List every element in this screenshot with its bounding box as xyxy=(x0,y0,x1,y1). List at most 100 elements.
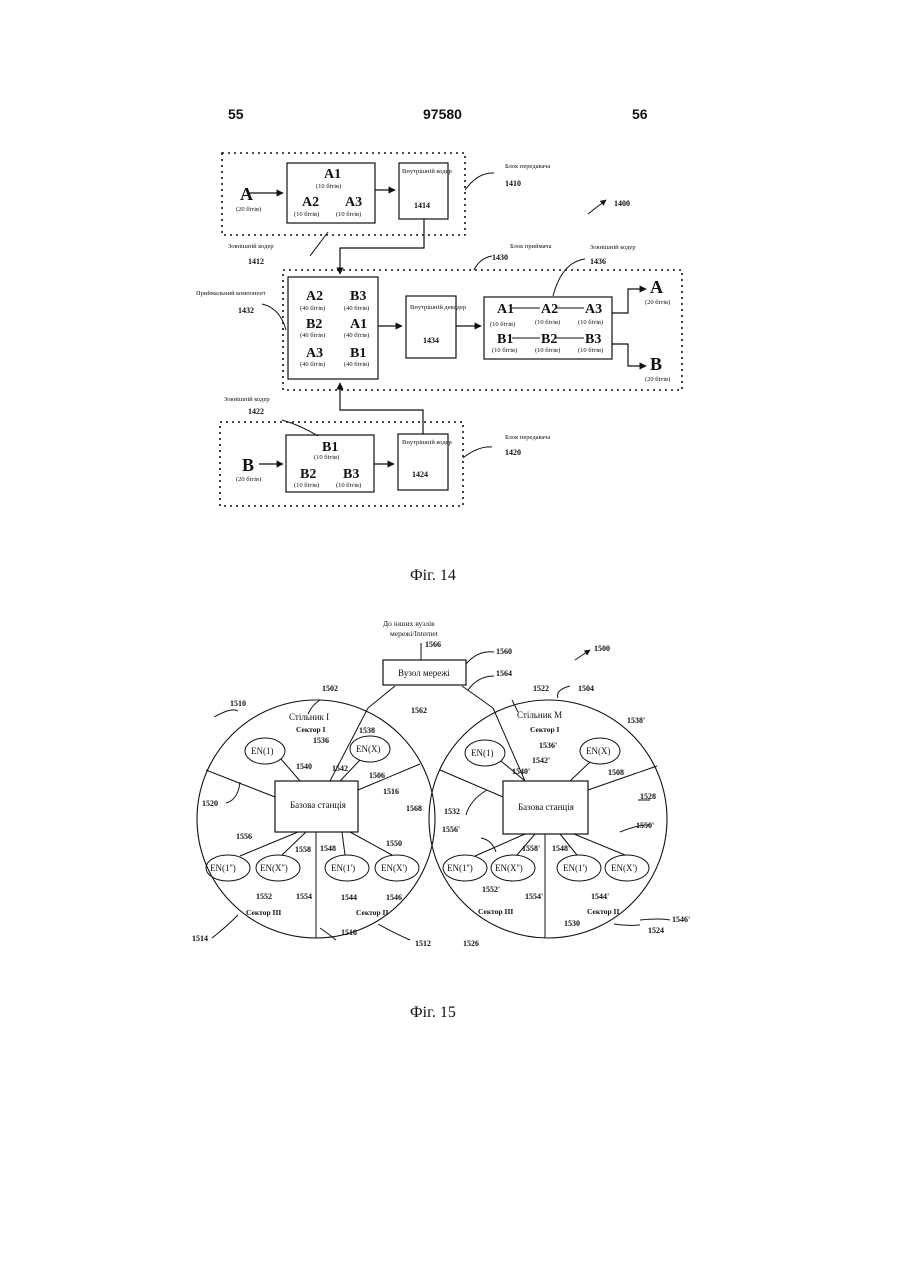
fig14-ref-num: 1400 xyxy=(614,199,630,208)
rx-out-a3: A3 xyxy=(585,302,602,317)
rx-item-5-size: (40 бітів) xyxy=(300,361,325,368)
num-1554: 1554 xyxy=(296,892,312,901)
tx-a-outer-label: Зовнішній кодер xyxy=(228,243,274,250)
rx-out-a1-size: (10 бітів) xyxy=(490,321,515,328)
en-xpp-left-label: EN(X'') xyxy=(260,863,288,873)
en-1p-right-label: EN(1') xyxy=(563,863,587,873)
num-1532: 1532 xyxy=(444,807,460,816)
num-1546: 1546 xyxy=(386,893,402,902)
fig15-text: До інших вузлів мережі/Internet Вузол ме… xyxy=(192,619,690,1021)
rx-block-num: 1430 xyxy=(492,253,508,262)
num-1540p: 1540' xyxy=(512,767,530,776)
num-1520: 1520 xyxy=(202,799,218,808)
num-1542: 1542 xyxy=(332,764,348,773)
rx-out-b1: B1 xyxy=(497,332,513,347)
rx-recv-num: 1432 xyxy=(238,306,254,315)
tx-a-a3: A3 xyxy=(345,195,362,210)
num-1568: 1568 xyxy=(406,804,422,813)
num-1548p: 1548' xyxy=(552,844,570,853)
rx-decoder-num: 1434 xyxy=(423,336,439,345)
num-1542p: 1542' xyxy=(532,756,550,765)
en-1p-left-label: EN(1') xyxy=(331,863,355,873)
tx-a-inner-num: 1414 xyxy=(414,201,430,210)
cell-right-sector-2: Сектор II xyxy=(587,907,619,916)
rx-item-5: A3 xyxy=(306,346,323,361)
fig14-text: A (20 бітів) A1 (10 бітів) A2 (10 бітів)… xyxy=(196,163,670,584)
fig14 xyxy=(220,153,682,506)
rx-out-b2: B2 xyxy=(541,332,557,347)
num-1500: 1500 xyxy=(594,644,610,653)
tx-b-b2: B2 xyxy=(300,467,316,482)
cell-right-sector-1: Сектор I xyxy=(530,725,560,734)
top-note-line1: До інших вузлів xyxy=(383,619,435,628)
num-1514: 1514 xyxy=(192,934,208,943)
num-1554p: 1554' xyxy=(525,892,543,901)
num-1506: 1506 xyxy=(369,771,385,780)
fig15-caption: Фіг. 15 xyxy=(410,1004,456,1021)
tx-b-block-label: Блок передавача xyxy=(505,434,550,441)
num-1518: 1518 xyxy=(341,928,357,937)
num-1530: 1530 xyxy=(564,919,580,928)
tx-a-inner-label: Внутрішній кодер xyxy=(402,168,452,175)
rx-recv-label: Приймальний компонент xyxy=(196,290,266,297)
tx-a-a2: A2 xyxy=(302,195,319,210)
rx-item-2-size: (40 бітів) xyxy=(344,305,369,312)
rx-out-a2-size: (10 бітів) xyxy=(535,319,560,326)
rx-block xyxy=(283,270,682,390)
top-note-line2: мережі/Internet xyxy=(390,629,439,638)
num-1546p: 1546' xyxy=(672,915,690,924)
tx-a-a1-size: (10 бітів) xyxy=(316,183,341,190)
tx-a-block-label: Блок передавача xyxy=(505,163,550,170)
rx-item-6: B1 xyxy=(350,346,366,361)
rx-item-4: A1 xyxy=(350,317,367,332)
rx-item-4-size: (40 бітів) xyxy=(344,332,369,339)
tx-b-b3: B3 xyxy=(343,467,359,482)
num-1536: 1536 xyxy=(313,736,329,745)
en-xpp-right-label: EN(X'') xyxy=(495,863,523,873)
network-node-label: Вузол мережі xyxy=(398,668,450,678)
tx-b-inner-num: 1424 xyxy=(412,470,428,479)
en-1pp-left-label: EN(1'') xyxy=(210,863,236,873)
rx-out-b3-size: (10 бітів) xyxy=(578,347,603,354)
cell-right xyxy=(429,700,667,938)
rx-item-3-size: (40 бітів) xyxy=(300,332,325,339)
num-1504: 1504 xyxy=(578,684,594,693)
rx-outer-label: Зовнішній кодер xyxy=(590,244,636,251)
rx-out-a: A xyxy=(650,277,663,297)
rx-out-b: B xyxy=(650,354,662,374)
num-1522: 1522 xyxy=(533,684,549,693)
rx-block-label: Блок приймача xyxy=(510,243,552,250)
rx-decoder-label: Внутрішній декодер xyxy=(410,304,466,311)
cell-left-sector-1: Сектор I xyxy=(296,725,326,734)
num-1538: 1538 xyxy=(359,726,375,735)
rx-item-3: B2 xyxy=(306,317,322,332)
base-station-left-label: Базова станція xyxy=(290,800,346,810)
num-1550p: 1550' xyxy=(636,821,654,830)
rx-out-a3-size: (10 бітів) xyxy=(578,319,603,326)
num-1564: 1564 xyxy=(496,669,512,678)
en-1-right-label: EN(1) xyxy=(471,748,494,758)
tx-b-b3-size: (10 бітів) xyxy=(336,482,361,489)
rx-out-b1-size: (10 бітів) xyxy=(492,347,517,354)
num-1556p: 1556' xyxy=(442,825,460,834)
tx-a-a2-size: (10 бітів) xyxy=(294,211,319,218)
tx-b-inner-label: Внутрішній кодер xyxy=(402,439,452,446)
en-x-left-label: EN(X) xyxy=(356,744,381,754)
num-1536p: 1536' xyxy=(539,741,557,750)
num-1524: 1524 xyxy=(648,926,664,935)
num-1538p: 1538' xyxy=(627,716,645,725)
tx-b-outer-num: 1422 xyxy=(248,407,264,416)
cell-left-title: Стільник I xyxy=(289,712,329,722)
tx-b-input: B xyxy=(242,455,254,475)
tx-a-block-num: 1410 xyxy=(505,179,521,188)
tx-b-block-num: 1420 xyxy=(505,448,521,457)
num-1526: 1526 xyxy=(463,939,479,948)
rx-out-b-size: (20 бітів) xyxy=(645,376,670,383)
num-1544p: 1544' xyxy=(591,892,609,901)
fig14-caption: Фіг. 14 xyxy=(410,567,456,584)
cell-left-sector-2: Сектор II xyxy=(356,908,388,917)
cell-left-sector-3: Сектор III xyxy=(246,908,281,917)
num-1528: 1528 xyxy=(640,792,656,801)
rx-item-1: A2 xyxy=(306,289,323,304)
